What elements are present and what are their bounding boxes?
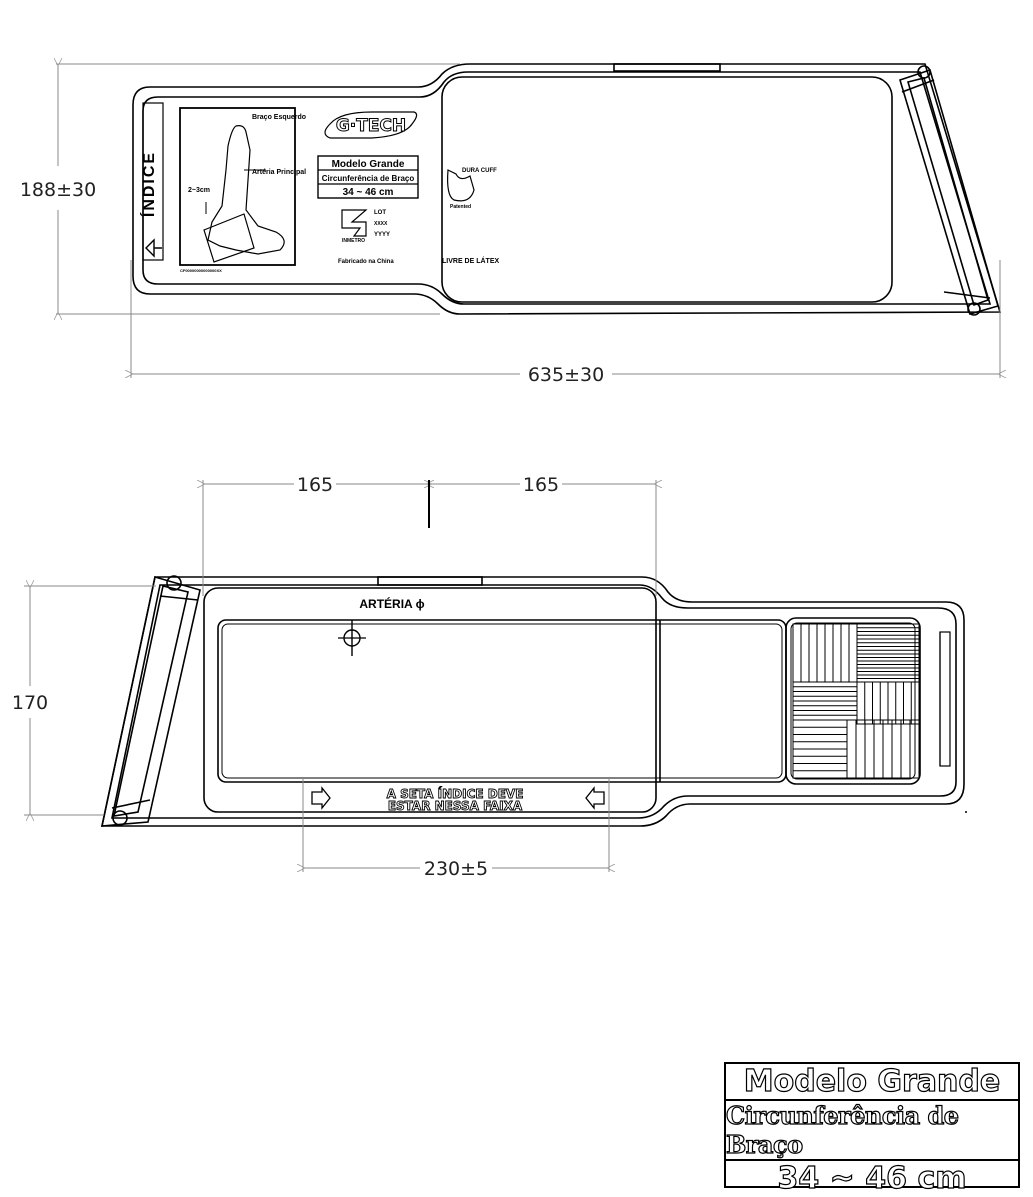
cuff-brand-label: DURA CUFF — [462, 168, 497, 174]
dim-height-top: 188±30 — [20, 179, 96, 201]
title-block: Modelo Grande Circunferência de Braço 34… — [724, 1062, 1020, 1197]
lot-label: LOT — [374, 210, 386, 216]
patented-label: Patented — [450, 204, 471, 210]
serial-label: CF00000000000000XX — [180, 268, 222, 273]
dim-range-width: 230±5 — [424, 858, 488, 880]
brand-text: G·TECH — [336, 116, 406, 136]
latex-free-label: LIVRE DE LÁTEX — [442, 256, 500, 265]
top-dimensions — [56, 64, 1000, 378]
lot-value2: YYYY — [374, 232, 390, 238]
arrow-text-line2: ESTAR NESSA FAIXA — [388, 799, 523, 813]
model-range: 34 ~ 46 cm — [343, 187, 394, 198]
front-outline — [132, 63, 1002, 315]
back-outline — [101, 576, 965, 827]
dim-height-bottom: 170 — [12, 692, 48, 714]
dura-cuff-icon — [447, 169, 475, 202]
dim-width-left: 165 — [297, 474, 333, 496]
back-hook-strip — [100, 575, 201, 827]
brand-logo — [324, 111, 418, 139]
front-hook-strip — [899, 68, 999, 315]
artery-label: Artéria Principal — [252, 169, 306, 176]
artery-marker-label: ARTÉRIA ϕ — [359, 596, 424, 611]
title-block-circumference: Circunferência de Braço — [725, 1100, 1018, 1161]
range-arrow-right-icon — [585, 786, 605, 810]
front-model-box — [317, 155, 419, 199]
arrow-text-line1: A SETA ÍNDICE DEVE — [387, 786, 524, 801]
inmetro-label: INMETRO — [342, 238, 365, 244]
velcro-hatch — [792, 623, 920, 779]
arm-label: Braço Esquerdo — [252, 114, 306, 121]
gap-label: 2~3cm — [188, 187, 210, 194]
index-arrow-icon — [145, 238, 162, 258]
model-title: Modelo Grande — [332, 159, 405, 170]
model-circ: Circunferência de Braço — [322, 174, 415, 183]
index-label: ÍNDICE — [139, 151, 158, 217]
bottom-dimensions — [24, 480, 656, 872]
arm-illustration-box — [179, 107, 296, 266]
title-block-model: Modelo Grande — [726, 1063, 1018, 1101]
range-arrow-left-icon — [311, 786, 331, 810]
dim-width-right: 165 — [523, 474, 559, 496]
front-view — [132, 63, 1002, 316]
front-window — [441, 76, 893, 303]
front-labels: ÍNDICE Braço Esquerdo Artéria Principal … — [139, 114, 500, 273]
back-bladder — [203, 587, 657, 813]
back-view — [100, 575, 965, 827]
title-block-range: 34 ~ 46 cm — [777, 1160, 967, 1196]
velcro-panel — [785, 617, 921, 785]
lot-value1: XXXX — [374, 221, 388, 227]
inmetro-icon — [341, 209, 368, 237]
dim-width-top: 635±30 — [528, 364, 604, 386]
made-in-label: Fabricado na China — [338, 259, 394, 265]
